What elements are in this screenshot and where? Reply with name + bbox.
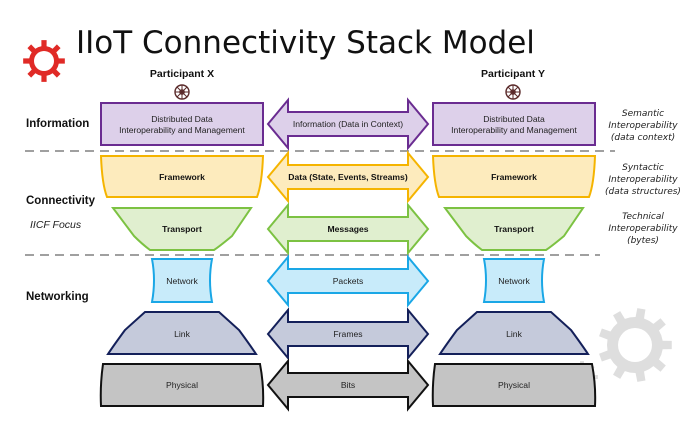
page-title: IIoT Connectivity Stack Model xyxy=(76,25,535,61)
left-link-box: Link xyxy=(106,311,258,355)
double-arrow-icon xyxy=(266,150,430,204)
semantic-line3: (data context) xyxy=(611,133,675,143)
technical-interoperability-note: Technical Interoperability (bytes) xyxy=(608,212,678,246)
technical-line3: (bytes) xyxy=(627,236,659,246)
arrow-network: Packets xyxy=(266,254,430,308)
left-physical-box: Physical xyxy=(99,363,265,407)
syntactic-line3: (data structures) xyxy=(605,187,681,197)
right-framework-box: Framework xyxy=(431,155,597,198)
arrow-information: Information (Data in Context) xyxy=(266,97,430,151)
left-transport-label: Transport xyxy=(162,224,202,234)
right-information-line2: Interoperability and Management xyxy=(451,125,577,135)
syntactic-line2: Interoperability xyxy=(608,175,678,185)
arrow-label-link: Frames xyxy=(333,329,362,339)
arrow-label-information: Information (Data in Context) xyxy=(293,119,403,129)
arrow-link: Frames xyxy=(266,307,430,361)
red-gear-icon xyxy=(23,40,65,82)
stack-right: Distributed Data Interoperability and Ma… xyxy=(431,102,597,407)
semantic-line1: Semantic xyxy=(622,109,664,119)
syntactic-line1: Syntactic xyxy=(622,163,664,173)
double-arrow-icon xyxy=(266,307,430,361)
double-arrow-icon xyxy=(266,202,430,256)
arrows: Information (Data in Context) Data (State… xyxy=(266,97,430,412)
right-physical-label: Physical xyxy=(498,380,530,390)
decorative-gear-large-icon xyxy=(599,308,672,382)
right-link-box: Link xyxy=(438,311,590,355)
right-framework-label: Framework xyxy=(491,172,537,182)
double-arrow-icon xyxy=(266,97,430,151)
left-transport-box: Transport xyxy=(111,207,253,251)
left-framework-label: Framework xyxy=(159,172,205,182)
left-link-label: Link xyxy=(174,329,190,339)
left-network-label: Network xyxy=(166,276,198,286)
arrow-label-physical: Bits xyxy=(341,380,355,390)
right-network-label: Network xyxy=(498,276,530,286)
left-physical-label: Physical xyxy=(166,380,198,390)
right-transport-label: Transport xyxy=(494,224,534,234)
double-arrow-icon xyxy=(266,358,430,412)
participant-y-gear-icon xyxy=(505,84,521,100)
semantic-interoperability-note: Semantic Interoperability (data context) xyxy=(608,109,678,143)
left-network-box: Network xyxy=(150,258,214,303)
technical-line2: Interoperability xyxy=(608,224,678,234)
arrow-label-transport: Messages xyxy=(327,224,368,234)
right-physical-box: Physical xyxy=(431,363,597,407)
right-network-box: Network xyxy=(482,258,546,303)
left-information-box: Distributed Data Interoperability and Ma… xyxy=(100,102,264,146)
arrow-physical: Bits xyxy=(266,358,430,412)
arrow-label-network: Packets xyxy=(333,276,364,286)
stack-left: Distributed Data Interoperability and Ma… xyxy=(99,102,265,407)
layer-label-connectivity: Connectivity xyxy=(26,195,96,207)
syntactic-interoperability-note: Syntactic Interoperability (data structu… xyxy=(605,163,681,197)
arrow-transport: Messages xyxy=(266,202,430,256)
layer-label-networking: Networking xyxy=(26,291,89,303)
technical-line1: Technical xyxy=(622,212,664,222)
layer-label-information: Information xyxy=(26,118,89,130)
left-information-line2: Interoperability and Management xyxy=(119,125,245,135)
left-information-line1: Distributed Data xyxy=(151,114,213,124)
left-framework-box: Framework xyxy=(99,155,265,198)
right-link-label: Link xyxy=(506,329,522,339)
right-information-line1: Distributed Data xyxy=(483,114,545,124)
double-arrow-icon xyxy=(266,254,430,308)
participant-x-gear-icon xyxy=(174,84,190,100)
right-transport-box: Transport xyxy=(443,207,585,251)
arrow-framework: Data (State, Events, Streams) xyxy=(266,150,430,204)
arrow-label-framework: Data (State, Events, Streams) xyxy=(288,172,408,182)
participant-x-label: Participant X xyxy=(150,68,214,80)
right-information-box: Distributed Data Interoperability and Ma… xyxy=(432,102,596,146)
iicf-focus-label: IICF Focus xyxy=(30,219,82,231)
semantic-line2: Interoperability xyxy=(608,121,678,131)
participant-y-label: Participant Y xyxy=(481,68,545,80)
